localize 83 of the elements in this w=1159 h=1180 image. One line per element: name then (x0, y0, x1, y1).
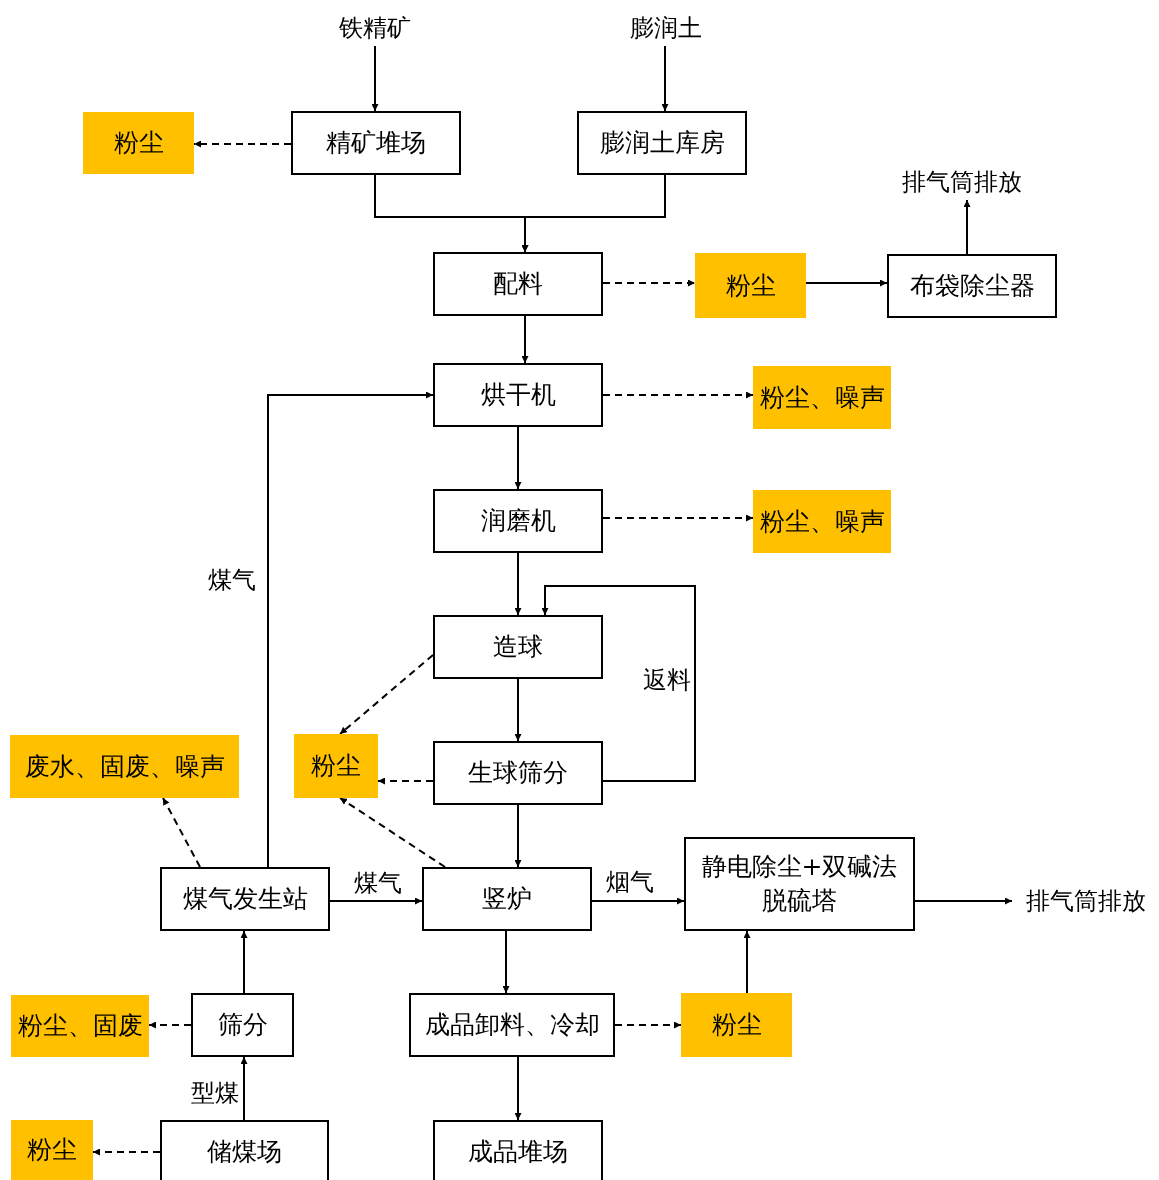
node-text: 成品堆场 (468, 1136, 568, 1169)
dashed-arrow (602, 391, 754, 399)
node-text: 粉尘 (113, 127, 164, 160)
dashed-arrow (92, 1148, 161, 1156)
arrow (521, 174, 666, 253)
arrow (514, 678, 522, 742)
arrow (541, 585, 696, 782)
arrow (805, 279, 888, 287)
dashed-arrow (614, 1021, 682, 1029)
emission-label (11, 995, 149, 1057)
arrow (240, 930, 248, 994)
input-text: 排气筒排放 (902, 166, 1022, 198)
arrow (514, 552, 522, 616)
node-text: 配料 (493, 268, 543, 301)
arrow (514, 426, 522, 490)
dashed-arrow (602, 279, 696, 287)
node-text: 粉尘 (711, 1009, 762, 1042)
process-box (684, 837, 915, 931)
node-text: 膨润土库房 (599, 127, 725, 160)
node-text: 粉尘 (27, 1134, 77, 1167)
input-text: 膨润土 (630, 12, 702, 44)
process-box (291, 111, 461, 175)
node-text: 烘干机 (480, 379, 556, 412)
process-box (887, 254, 1057, 318)
node-text: 筛分 (217, 1009, 268, 1042)
arrow (521, 315, 529, 364)
emission-label (753, 490, 891, 553)
arrow (240, 1056, 248, 1121)
process-box (433, 741, 603, 805)
node-text: 精矿堆场 (326, 127, 426, 160)
node-text: 煤气发生站 (182, 883, 308, 916)
node-text: 静电除尘+双碱法脱硫塔 (700, 851, 899, 917)
input-text: 铁精矿 (339, 12, 411, 44)
dashed-arrow (602, 514, 754, 522)
process-box (433, 489, 603, 553)
arrow (591, 897, 685, 905)
arrow (743, 930, 751, 994)
arrow (502, 930, 510, 994)
emission-label (753, 366, 891, 429)
process-box (422, 867, 592, 931)
arrow (661, 45, 669, 112)
node-text: 粉尘 (311, 750, 361, 783)
input-text: 排气筒排放 (1025, 885, 1146, 917)
arrow (963, 199, 971, 255)
dashed-arrow (162, 797, 201, 868)
process-box (191, 993, 294, 1057)
arrow (329, 897, 423, 905)
emission-label (83, 112, 194, 174)
process-box (433, 252, 603, 316)
node-text: 废水、固废、噪声 (24, 750, 225, 783)
arrow (514, 804, 522, 868)
dashed-arrow (148, 1021, 192, 1029)
node-text: 生球筛分 (468, 757, 568, 790)
process-box (433, 1120, 603, 1180)
node-text: 成品卸料、冷却 (424, 1009, 600, 1042)
dashed-arrow (339, 654, 434, 735)
emission-label (695, 253, 806, 318)
dashed-arrow (339, 797, 446, 868)
node-text: 竖炉 (482, 883, 532, 916)
node-text: 储煤场 (207, 1136, 282, 1169)
arrow (267, 391, 434, 868)
emission-label (681, 993, 792, 1057)
emission-label (294, 734, 378, 798)
process-box (433, 363, 603, 427)
dashed-arrow (377, 777, 434, 785)
process-box (409, 993, 615, 1057)
arrow (371, 45, 379, 112)
emission-label (11, 1120, 93, 1180)
dashed-arrow (193, 140, 292, 148)
node-text: 粉尘 (725, 269, 776, 302)
node-text: 粉尘、固废 (17, 1010, 143, 1043)
process-box (160, 867, 330, 931)
node-text: 粉尘、噪声 (759, 505, 885, 538)
process-box (577, 111, 747, 175)
arrow (514, 1056, 522, 1121)
node-text: 布袋除尘器 (909, 270, 1035, 303)
node-text: 润磨机 (480, 505, 556, 538)
arrow (914, 897, 1013, 905)
node-text: 造球 (493, 631, 543, 664)
emission-label (10, 735, 239, 798)
node-text: 粉尘、噪声 (759, 381, 885, 414)
process-box (433, 615, 603, 679)
process-box (160, 1120, 329, 1180)
